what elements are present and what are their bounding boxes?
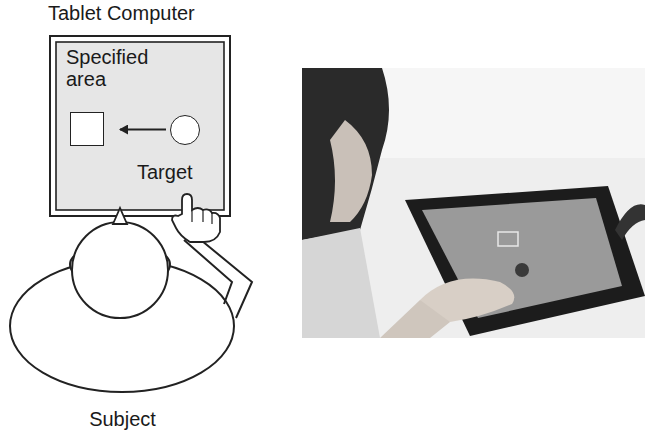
photo-cable bbox=[615, 204, 645, 240]
subject-arm bbox=[184, 236, 252, 318]
subject-nose bbox=[113, 208, 127, 224]
node-label: Tablet Computer bbox=[48, 2, 233, 24]
target-circle bbox=[170, 115, 200, 145]
photo-arm bbox=[380, 300, 450, 338]
photo-target bbox=[515, 263, 529, 277]
node-label: Target bbox=[137, 161, 193, 183]
target: Target bbox=[135, 113, 210, 185]
photo-face bbox=[330, 120, 372, 222]
subject-head bbox=[72, 222, 168, 318]
node-label: Subject bbox=[10, 408, 235, 430]
hand-fingers bbox=[192, 210, 212, 224]
tablet-computer: Tablet ComputerSpecified areaTarget bbox=[48, 2, 233, 218]
photo-hair bbox=[302, 68, 389, 240]
photo bbox=[302, 68, 645, 338]
photo-shirt bbox=[302, 228, 380, 338]
tablet-screen bbox=[56, 42, 224, 210]
photo-tablet bbox=[405, 186, 645, 336]
photo-ground bbox=[302, 68, 645, 338]
pointing-hand bbox=[172, 194, 220, 242]
subject: Subject bbox=[10, 258, 235, 433]
photo-square bbox=[498, 232, 518, 246]
area-square bbox=[70, 112, 104, 146]
tablet-outer bbox=[50, 36, 230, 216]
specified-area: Specified area bbox=[66, 46, 158, 150]
node-label: Specified area bbox=[66, 46, 158, 90]
arrow bbox=[120, 129, 166, 131]
